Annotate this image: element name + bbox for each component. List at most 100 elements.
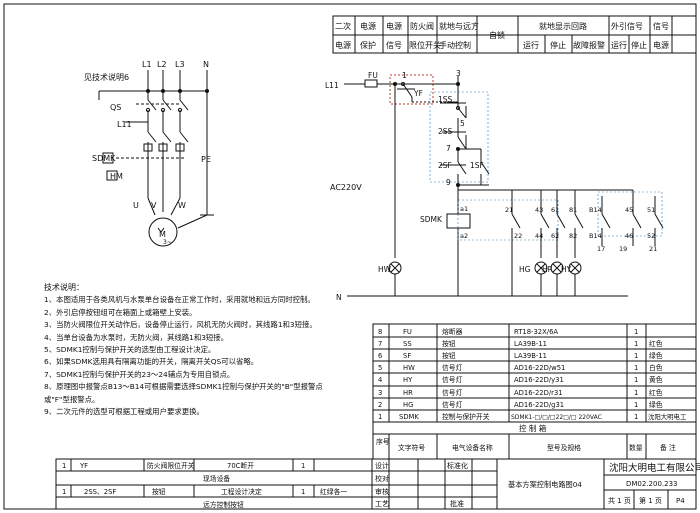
- bom-cell: 1: [634, 340, 638, 348]
- header-cell: 电源: [386, 21, 402, 31]
- label-1sf: 1SF: [470, 161, 484, 170]
- note-item: 或"F"型报警点。: [44, 394, 100, 404]
- lamp-label: HR: [542, 265, 553, 274]
- aux-contact-labels: 21 43 61 81 B14 45 51 22 44 62 82 B14 46…: [505, 206, 657, 274]
- header-cell: 外引信号: [611, 21, 643, 31]
- technical-notes: 技术说明： 1、本图适用于各类风机与水泵单台设备在正常工作时，采用就地和远方同时…: [44, 282, 374, 418]
- bom-cell: LA39B-11: [514, 340, 547, 348]
- page-number: P4: [676, 497, 685, 505]
- bom-cell: AD16-22D/g31: [514, 401, 564, 409]
- bom-cell: 信号灯: [442, 375, 463, 384]
- label-a2: a2: [460, 232, 468, 240]
- bom-cell: SS: [403, 340, 412, 348]
- header-cell: 停止: [550, 40, 566, 50]
- field-cell: 按钮: [152, 487, 166, 496]
- label-3: 3: [456, 69, 461, 78]
- header-cell: 限位开关: [409, 40, 441, 50]
- field-cell: 70C断开: [227, 461, 254, 470]
- label-yf: YF: [413, 89, 423, 98]
- aux-label: 62: [551, 232, 559, 240]
- bom-cell: HR: [403, 389, 413, 397]
- field-cell: 1: [62, 488, 66, 496]
- label-ac220v: AC220V: [330, 183, 362, 192]
- aux-label: 43: [535, 206, 543, 214]
- note-item: 3、当防火阀限位开关动作后，设备停止运行，风机无防火阀时，其线路1和3短接。: [44, 320, 317, 330]
- bom-header: 数量: [629, 443, 643, 452]
- label-v: V: [151, 201, 157, 210]
- header-cell: 信号: [653, 21, 669, 31]
- label-sdmk: SDMK: [92, 154, 116, 163]
- aux-label: 81: [569, 206, 577, 214]
- bom-cell: 信号灯: [442, 363, 463, 372]
- title-block: [371, 458, 697, 510]
- bom-cell: 8: [378, 328, 382, 336]
- bom-cell: 信号灯: [442, 388, 463, 397]
- drawing-title: 基本方案控制电路图04: [508, 480, 582, 489]
- bom-cell: 红色: [649, 388, 663, 397]
- field-cell: 工程设计决定: [221, 487, 262, 496]
- field-cell: 防火阀限位开关: [147, 461, 195, 470]
- field-cell: 1: [301, 462, 305, 470]
- header-cell: 电源: [335, 40, 351, 50]
- bom-cell: 2: [378, 401, 382, 409]
- bom-cell: 4: [378, 376, 382, 384]
- bom-header: 序号: [376, 437, 390, 446]
- label-pe: PE: [201, 155, 211, 164]
- bom-cell: AD16-22D/y31: [514, 376, 564, 384]
- note-item: 2、外引启停按钮组可在箱面上或箱壁上安装。: [44, 307, 197, 317]
- field-cell: 2SS、2SF: [84, 488, 116, 496]
- bom-cell: AD16-22D/r31: [514, 389, 563, 397]
- bom-table: [372, 323, 697, 460]
- bom-cell: HW: [403, 364, 415, 372]
- label-l11-ctrl: L11: [325, 81, 339, 90]
- tb-label: 审核: [375, 487, 389, 496]
- bom-cell: LA39B-11: [514, 352, 547, 360]
- aux-label: 45: [625, 206, 633, 214]
- note-item: 6、如果SDMK选用具有隔离功能的开关，隔离开关QS可以省略。: [44, 357, 259, 367]
- bom-cell: 6: [378, 352, 382, 360]
- aux-label: 46: [625, 232, 633, 240]
- header-cell: 电源: [653, 40, 669, 50]
- tb-label: 校对: [375, 474, 389, 483]
- title-block-texts: 设计 校对 审核 工艺 标准化 批准 基本方案控制电路图04 沈阳大明电工有限公…: [375, 461, 700, 508]
- power-labels: L1 L2 L3 N 见技术说明6 QS L11 SDMK HM PE U V …: [84, 60, 211, 246]
- label-3phase: 3~: [163, 239, 172, 246]
- bom-cell: AD16-22D/w51: [514, 364, 565, 372]
- bom-cell: 1: [634, 401, 638, 409]
- label-hm: HM: [110, 172, 123, 181]
- bom-cell: 沈阳大明电工: [648, 412, 687, 421]
- note-item: 4、当单台设备为水泵时，无防火阀，其线路1和3短接。: [44, 332, 229, 342]
- aux-label: 82: [569, 232, 577, 240]
- label-2sf: 2SF: [438, 161, 452, 170]
- aux-label: 44: [535, 232, 543, 240]
- drawing-number: DM02.200.233: [626, 480, 678, 488]
- bom-cell: SF: [403, 352, 411, 360]
- label-a1: a1: [460, 205, 468, 213]
- aux-label: 21: [505, 206, 513, 214]
- bom-cell: RT18-32X/6A: [514, 328, 558, 336]
- field-section-label: 远方控制按钮: [203, 500, 244, 509]
- sheet-number: 第 1 页: [639, 496, 662, 505]
- field-table-texts: 1 YF 防火阀限位开关 70C断开 1 现场设备 1 2SS、2SF 按钮 工…: [62, 461, 347, 509]
- power-note: 见技术说明6: [84, 72, 129, 82]
- phase-label: L2: [157, 60, 167, 69]
- header-cell: 运行: [611, 40, 627, 50]
- header-cell: 二次: [335, 21, 351, 31]
- field-cell: 1: [62, 462, 66, 470]
- bom-cell: 控制与保护开关: [442, 412, 490, 421]
- aux-label: 61: [551, 206, 559, 214]
- aux-label: 51: [647, 206, 655, 214]
- bom-cell: 信号灯: [442, 400, 463, 409]
- aux-label: B14: [589, 206, 602, 214]
- label-7: 7: [446, 144, 451, 153]
- aux-label: B14: [589, 232, 602, 240]
- control-labels: L11 FU 1 3 YF 1SS 5 2SS 7 2SF 1SF 9 AC22…: [325, 69, 484, 302]
- tb-label: 工艺: [375, 500, 389, 508]
- bom-cell: HG: [403, 401, 413, 409]
- label-m: M: [159, 230, 166, 239]
- header-cell: 故障报警: [573, 40, 605, 50]
- label-sdmk-coil: SDMK: [420, 215, 443, 224]
- note-item: 5、SDMK1控制与保护开关的选型由工程设计决定。: [44, 345, 216, 355]
- bom-cell: SDMK: [399, 413, 419, 421]
- header-cell: 运行: [523, 40, 539, 50]
